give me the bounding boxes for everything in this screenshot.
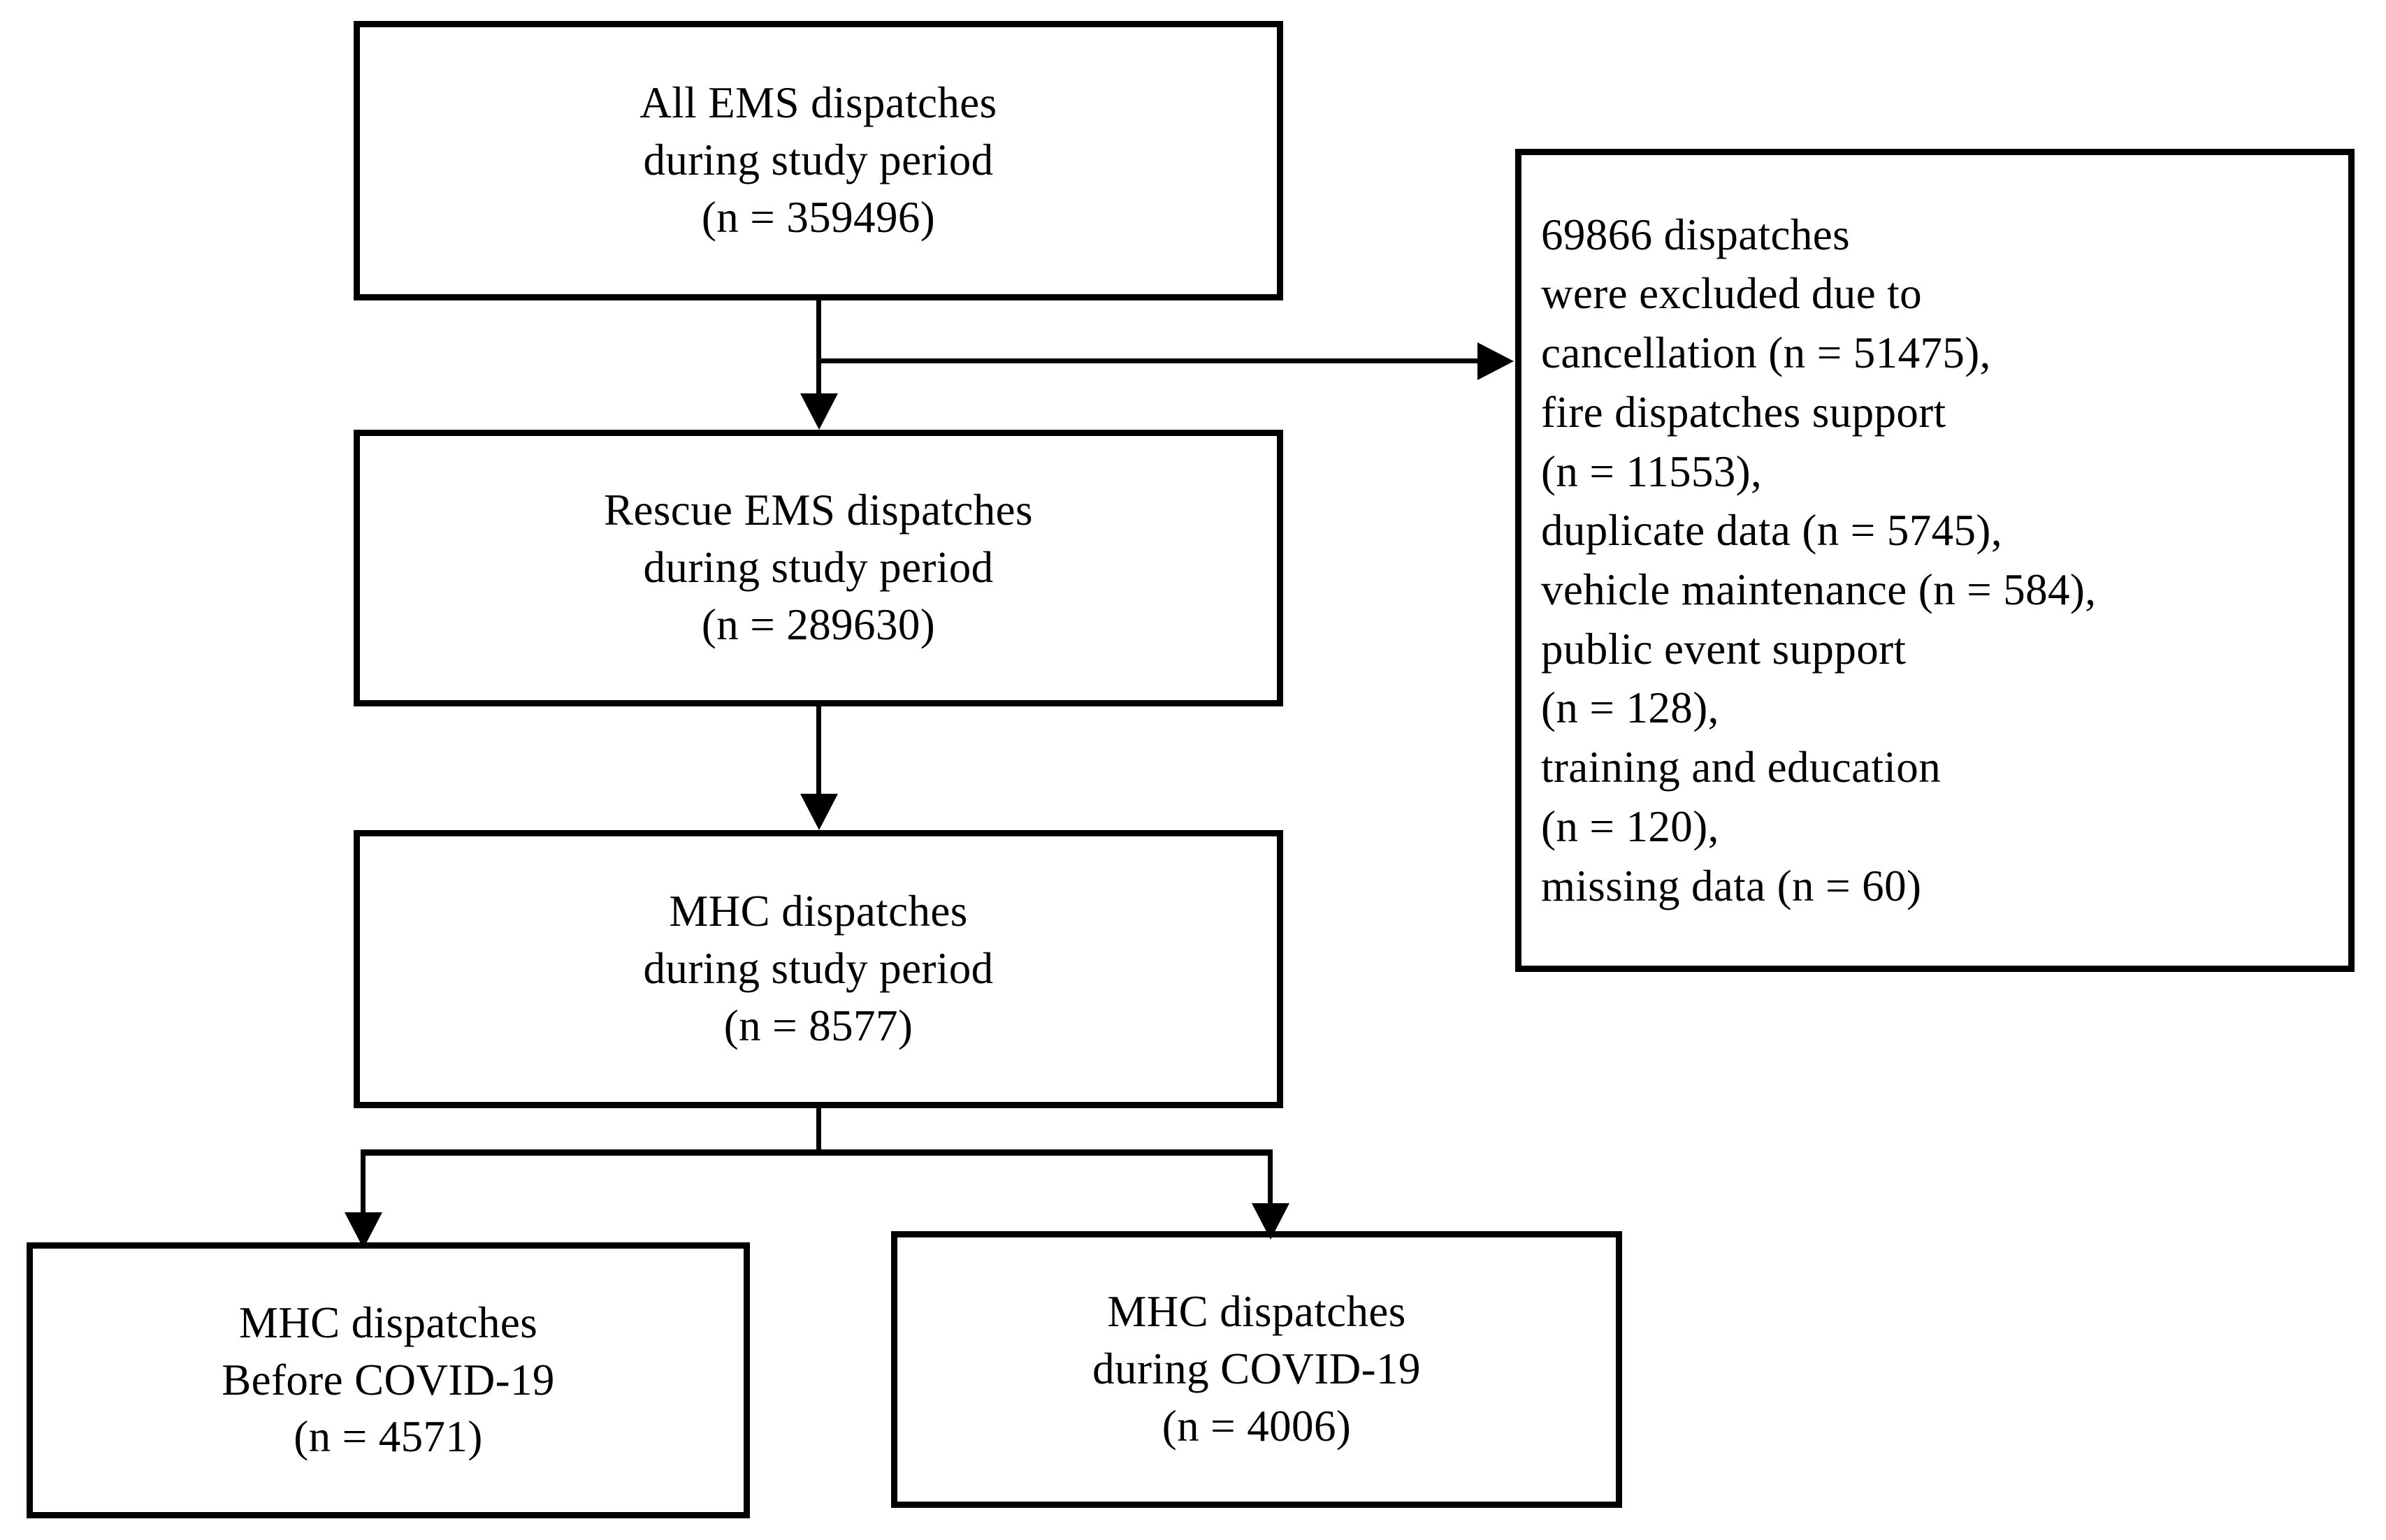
- node-mhc-line-1: MHC dispatches: [669, 887, 968, 936]
- node-rescue-ems-line-3: (n = 289630): [701, 600, 936, 649]
- edge-rescue-ems-to-mhc-arrowhead: [800, 794, 838, 830]
- node-rescue-ems-line-2: during study period: [643, 543, 994, 593]
- node-before-covid-line-2: Before COVID-19: [222, 1355, 555, 1404]
- node-excluded-dispatches: 69866 dispatches were excluded due to ca…: [1515, 149, 2355, 972]
- edge-all-ems-to-excluded-arrowhead: [1477, 342, 1514, 380]
- node-mhc-line-3: (n = 8577): [723, 1001, 913, 1050]
- edge-rescue-ems-to-mhc-stem: [816, 706, 821, 797]
- node-before-covid-line-1: MHC dispatches: [238, 1298, 538, 1347]
- node-mhc-line-2: during study period: [643, 944, 994, 994]
- excluded-line-11: (n = 120),: [1541, 801, 1719, 851]
- excluded-line-3: cancellation (n = 51475),: [1541, 328, 1991, 378]
- excluded-line-12: missing data (n = 60): [1541, 861, 1922, 910]
- excluded-line-2: were excluded due to: [1541, 269, 1923, 319]
- excluded-line-1: 69866 dispatches: [1541, 210, 1851, 259]
- edge-mhc-to-before-covid-arrowhead: [345, 1212, 382, 1249]
- excluded-line-6: duplicate data (n = 5745),: [1541, 506, 2002, 555]
- edge-mhc-to-during-covid-arrowhead: [1252, 1203, 1289, 1240]
- excluded-line-7: vehicle maintenance (n = 584),: [1541, 565, 2097, 614]
- node-rescue-ems-dispatches: Rescue EMS dispatches during study perio…: [354, 430, 1283, 706]
- node-before-covid-line-3: (n = 4571): [294, 1412, 483, 1462]
- node-all-ems-dispatches: All EMS dispatches during study period (…: [354, 21, 1283, 300]
- node-during-covid-line-3: (n = 4006): [1162, 1401, 1352, 1451]
- node-mhc-dispatches: MHC dispatches during study period (n = …: [354, 830, 1283, 1108]
- node-during-covid-line-1: MHC dispatches: [1107, 1287, 1406, 1337]
- edge-all-ems-to-rescue-ems-stem: [816, 300, 821, 395]
- edge-mhc-to-during-covid-stem: [1268, 1149, 1273, 1207]
- node-during-covid-line-2: during COVID-19: [1092, 1344, 1421, 1394]
- node-mhc-during-covid: MHC dispatches during COVID-19 (n = 4006…: [891, 1231, 1622, 1508]
- edge-mhc-split-stem: [816, 1108, 821, 1152]
- edge-mhc-to-before-covid-stem: [361, 1149, 366, 1216]
- node-all-ems-line-1: All EMS dispatches: [639, 78, 997, 128]
- node-all-ems-line-2: during study period: [643, 136, 994, 185]
- excluded-line-10: training and education: [1541, 743, 1942, 792]
- excluded-line-8: public event support: [1541, 624, 1907, 674]
- node-all-ems-line-3: (n = 359496): [701, 192, 936, 242]
- edge-all-ems-to-excluded-line: [816, 358, 1482, 363]
- excluded-line-4: fire dispatches support: [1541, 387, 1946, 437]
- node-rescue-ems-line-1: Rescue EMS dispatches: [604, 486, 1033, 535]
- edge-all-ems-to-rescue-ems-arrowhead: [800, 393, 838, 430]
- excluded-line-9: (n = 128),: [1541, 683, 1719, 733]
- edge-mhc-split-crossbar: [361, 1149, 1273, 1156]
- excluded-line-5: (n = 11553),: [1541, 446, 1763, 496]
- node-mhc-before-covid: MHC dispatches Before COVID-19 (n = 4571…: [27, 1242, 750, 1518]
